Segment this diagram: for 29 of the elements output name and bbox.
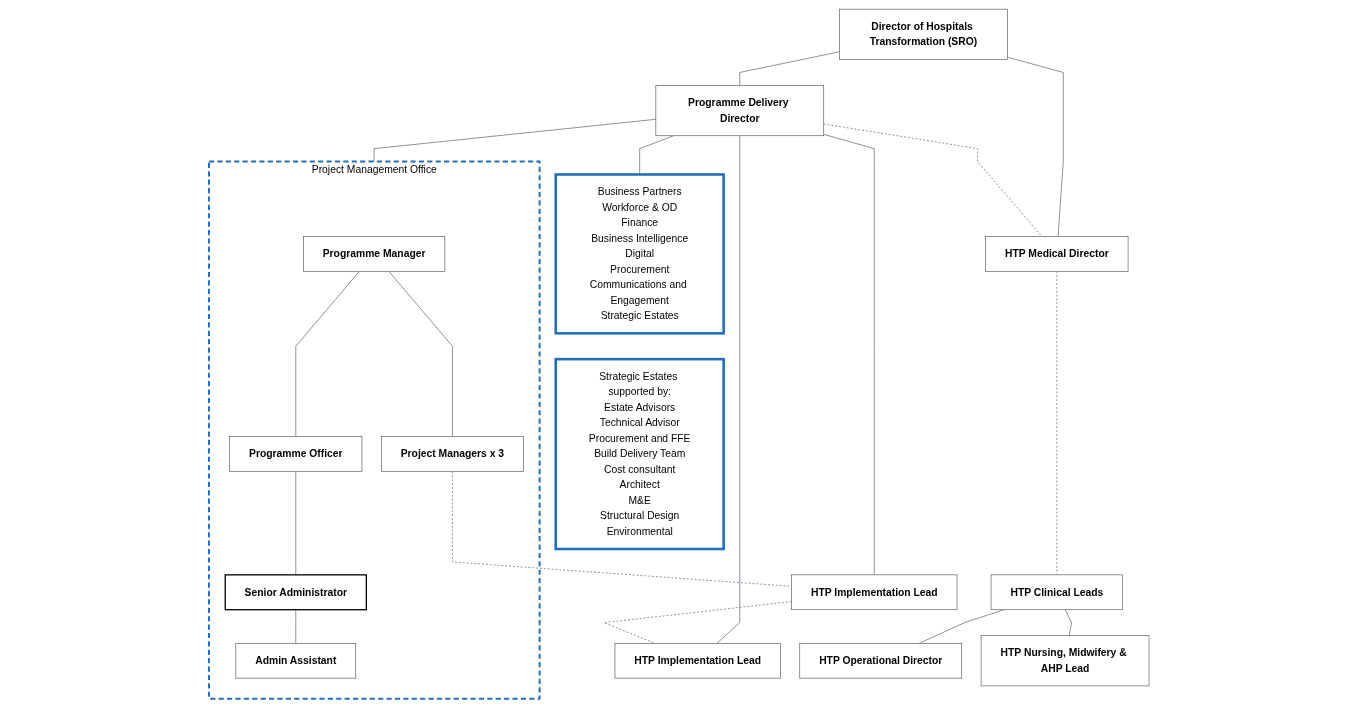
connector xyxy=(1007,56,1064,237)
node-box: Programme Manager xyxy=(303,236,446,272)
connector xyxy=(452,471,792,587)
node-box: HTP Nursing, Midwifery & AHP Lead xyxy=(980,635,1150,687)
node-box: Strategic Estates supported by: Estate Advisors Technical Advisor Procurement and FFE Build Delivery Team Cost consultant Architect M&E Structural Design Environmental xyxy=(554,357,725,551)
node-box: HTP Implementation Lead xyxy=(791,574,958,611)
connector xyxy=(373,118,657,162)
connector xyxy=(739,51,840,86)
node-box: HTP Medical Director xyxy=(985,236,1129,272)
connector xyxy=(295,471,297,576)
node-box: Business Partners Workforce & OD Finance Business Intelligence Digital Procurement Communications and Engagement Strategic Estates xyxy=(554,173,725,335)
node-box: HTP Operational Director xyxy=(799,642,963,679)
node-box: Admin Assistant xyxy=(235,642,357,679)
connector xyxy=(639,135,674,175)
node-box: Programme Officer xyxy=(229,436,363,472)
node-box: Programme Delivery Director xyxy=(655,85,825,137)
connector xyxy=(295,609,297,644)
connector xyxy=(295,270,360,438)
connector xyxy=(823,123,1043,237)
connector xyxy=(716,135,741,644)
node-box: HTP Clinical Leads xyxy=(990,574,1123,611)
connector xyxy=(1064,609,1072,636)
connector xyxy=(603,601,792,644)
node-box: Project Managers x 3 xyxy=(381,436,524,472)
node-box: Director of Hospitals Transformation (SRO) xyxy=(839,8,1008,60)
connector xyxy=(388,270,453,438)
node-box: Senior Administrator xyxy=(224,574,367,611)
connector xyxy=(823,133,875,576)
node-box: HTP Implementation Lead xyxy=(614,642,781,679)
